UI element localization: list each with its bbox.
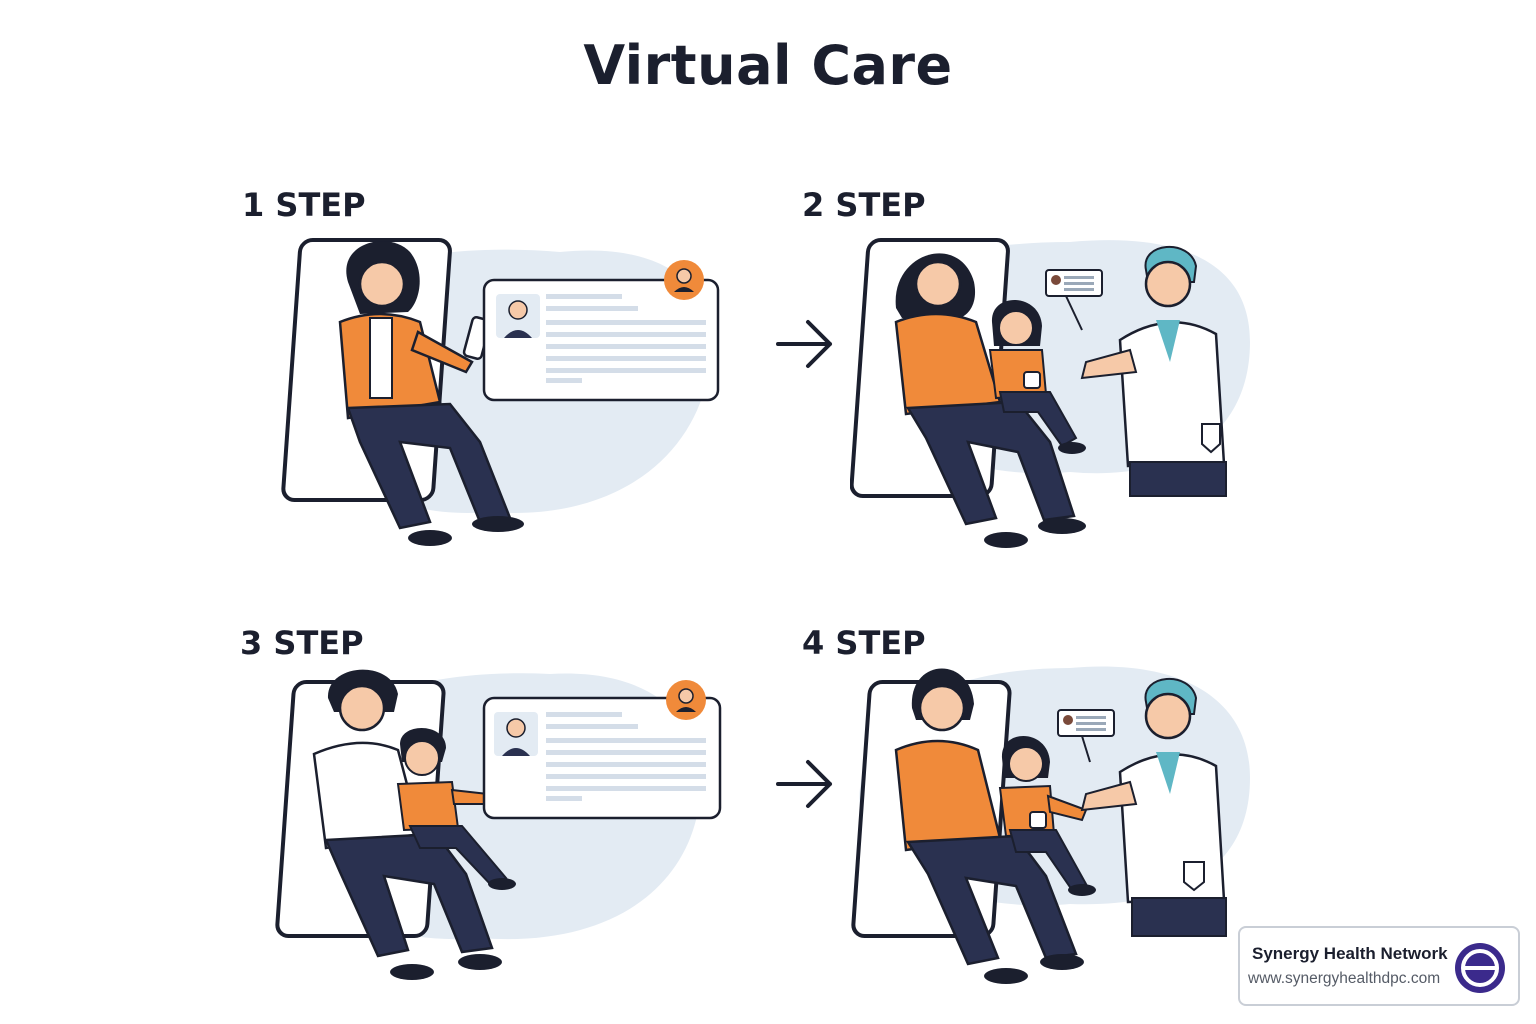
id-card-icon — [1045, 269, 1103, 331]
step-4-illustration — [850, 658, 1250, 988]
brand-url[interactable]: www.synergyhealthdpc.com — [1248, 970, 1441, 987]
chat-bubble — [482, 680, 722, 820]
parent-figure — [312, 669, 502, 980]
child-figure — [998, 735, 1096, 896]
mother-figure — [894, 253, 1086, 548]
woman-figure — [338, 241, 524, 546]
mother-figure — [894, 668, 1084, 984]
step-2-label: 2 STEP — [802, 186, 926, 224]
brand-name: Synergy Health Network — [1252, 944, 1448, 963]
step-1-label: 1 STEP — [242, 186, 366, 224]
doctor-figure — [1080, 245, 1227, 497]
step-3-label: 3 STEP — [240, 624, 364, 662]
arrow-right-icon — [774, 758, 836, 814]
child-figure — [988, 299, 1086, 454]
doctor-figure — [1080, 677, 1227, 937]
chat-bubble — [482, 260, 720, 402]
child-figure — [396, 727, 516, 890]
arrow-right-icon — [774, 318, 836, 374]
brand-logo-icon — [1454, 942, 1506, 998]
step-1-illustration — [240, 222, 740, 562]
page-title: Virtual Care — [583, 34, 953, 97]
brand-card: Synergy Health Network www.synergyhealth… — [1238, 926, 1520, 1006]
step-2-illustration — [850, 222, 1260, 562]
step-4-label: 4 STEP — [802, 624, 926, 662]
id-card-icon — [1057, 709, 1115, 763]
step-3-illustration — [230, 658, 730, 988]
